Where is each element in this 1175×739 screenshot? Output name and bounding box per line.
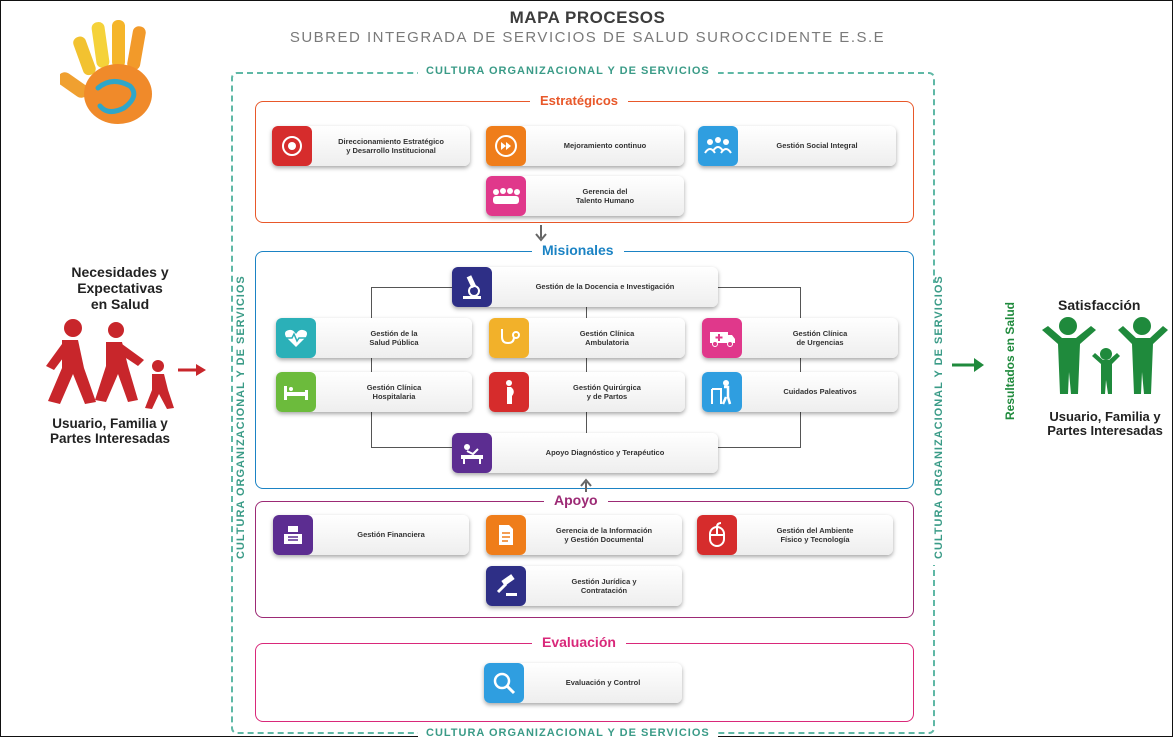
- process-docencia[interactable]: Gestión de la Docencia e Investigación: [452, 267, 718, 307]
- document-icon: [486, 515, 526, 555]
- needs-text: Necesidades y Expectativas en Salud: [71, 264, 169, 312]
- page-subtitle: SUBRED INTEGRADA DE SERVICIOS DE SALUD S…: [289, 29, 886, 46]
- culture-label-bottom: CULTURA ORGANIZACIONAL Y DE SERVICIOS: [418, 727, 718, 739]
- page-title: MAPA PROCESOS: [509, 8, 666, 27]
- target-icon: [272, 126, 312, 166]
- satisfaction-label: Satisfacción: [1058, 297, 1141, 313]
- results-label: Resultados en Salud: [1003, 301, 1017, 421]
- section-label-apoyo: Apoyo: [544, 492, 608, 508]
- stakeholders-right: Usuario, Familia y Partes Interesadas: [1047, 409, 1163, 438]
- cash-register-icon: [273, 515, 313, 555]
- process-mejoramiento[interactable]: Mejoramiento continuo: [486, 126, 684, 166]
- ambulance-icon: [702, 318, 742, 358]
- connector-line: [800, 287, 801, 447]
- magnifier-icon: [484, 663, 524, 703]
- process-evaluacion-control[interactable]: Evaluación y Control: [484, 663, 682, 703]
- heart-pulse-icon: [276, 318, 316, 358]
- happy-family-icon: [1042, 317, 1168, 394]
- process-label: Gestión Social Integral: [776, 141, 858, 151]
- pregnant-icon: [489, 372, 529, 412]
- family-running-icon: [46, 319, 206, 409]
- process-gestion-social[interactable]: Gestión Social Integral: [698, 126, 896, 166]
- section-label-misionales: Misionales: [532, 242, 624, 258]
- people-group-icon: [698, 126, 738, 166]
- gavel-icon: [486, 566, 526, 606]
- culture-label-left: CULTURA ORGANIZACIONAL Y DE SERVICIOS: [235, 275, 247, 565]
- section-label-estrategicos: Estratégicos: [530, 93, 629, 108]
- microscope-icon: [452, 267, 492, 307]
- bed-icon: [276, 372, 316, 412]
- process-label: Apoyo Diagnóstico y Terapéutico: [545, 448, 665, 458]
- mouse-icon: [697, 515, 737, 555]
- stethoscope-icon: [489, 318, 529, 358]
- stakeholders-left: Usuario, Familia y Partes Interesadas: [49, 416, 171, 446]
- process-cuidados-paleativos[interactable]: Cuidados Paleativos: [702, 372, 898, 412]
- fast-forward-icon: [486, 126, 526, 166]
- culture-label-right: CULTURA ORGANIZACIONAL Y DE SERVICIOS: [933, 275, 945, 565]
- process-label: Mejoramiento continuo: [563, 141, 647, 151]
- arrow-right-icon: [952, 358, 984, 372]
- process-label: Cuidados Paleativos: [783, 387, 857, 397]
- hand-logo: [60, 20, 152, 124]
- section-label-evaluacion: Evaluación: [532, 634, 626, 650]
- arrow-down-icon: [535, 225, 547, 242]
- process-financiera[interactable]: Gestión Financiera: [273, 515, 469, 555]
- process-label: Gestión de la Docencia e Investigación: [535, 282, 675, 292]
- connector-line: [586, 287, 587, 447]
- culture-label-top: CULTURA ORGANIZACIONAL Y DE SERVICIOS: [418, 65, 718, 77]
- process-label: Evaluación y Control: [565, 678, 641, 688]
- process-label: Gestión Financiera: [357, 530, 425, 540]
- therapy-icon: [452, 433, 492, 473]
- process-apoyo-diagnostico[interactable]: Apoyo Diagnóstico y Terapéutico: [452, 433, 718, 473]
- connector-line: [371, 287, 372, 447]
- team-icon: [486, 176, 526, 216]
- walker-icon: [702, 372, 742, 412]
